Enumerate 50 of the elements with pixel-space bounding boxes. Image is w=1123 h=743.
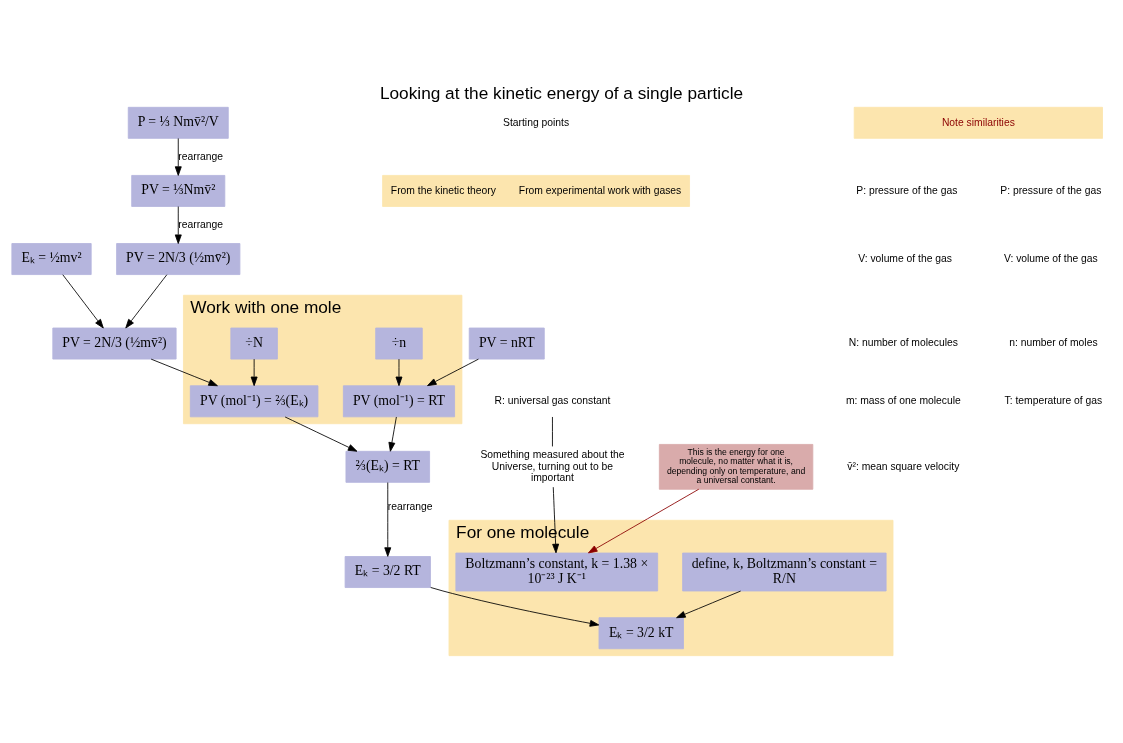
arrow	[250, 358, 258, 386]
label: P: pressure of the gas	[1000, 184, 1102, 196]
node-box: ⅔(Eₖ) = RT	[345, 450, 430, 483]
node-text: R: universal gas constant	[494, 394, 611, 406]
arrow	[174, 205, 182, 244]
arrow	[150, 358, 218, 386]
node-box: Eₖ = ½mv²	[11, 242, 92, 275]
label: V: volume of the gas	[1003, 252, 1098, 264]
node-box: PV (mol⁻¹) = ⅔(Eₖ)	[189, 384, 319, 417]
node-box: ÷N	[230, 327, 278, 359]
arrow	[174, 137, 182, 176]
node-box: PV = nRT	[468, 327, 545, 359]
node-box: Eₖ = 3/2 kT	[598, 616, 684, 649]
label: T: temperature of gas	[1004, 394, 1103, 406]
arrow	[384, 481, 392, 557]
label: m: mass of one molecule	[845, 394, 961, 406]
label: Starting points	[503, 116, 570, 128]
node-box: Boltzmann’s constant, k = 1.38 × 10⁻²³ J K⁻¹	[455, 552, 659, 591]
arrow	[552, 486, 560, 553]
arrow	[427, 358, 479, 386]
node-box: PV = 2N/3 (½mv̄²)	[52, 327, 177, 359]
label: N: number of molecules	[848, 336, 958, 348]
diagram-title: Looking at the kinetic energy of a single particle	[379, 82, 744, 103]
edge-label: rearrange	[178, 150, 224, 162]
node-box: define, k, Boltzmann’s constant = R/N	[682, 552, 887, 591]
arrow	[395, 358, 403, 386]
edge-label: rearrange	[387, 500, 433, 512]
label: V: volume of the gas	[858, 252, 952, 264]
connector	[552, 416, 553, 447]
node-box: PV = 2N/3 (½mv̄²)	[116, 242, 241, 275]
arrow	[62, 273, 104, 328]
label: P: pressure of the gas	[856, 184, 958, 196]
node-box: ÷n	[375, 327, 423, 359]
edge-label: rearrange	[178, 218, 224, 230]
label: n: number of moles	[1009, 336, 1098, 348]
arrow	[388, 416, 397, 452]
arrow	[284, 416, 358, 452]
arrow	[125, 273, 168, 328]
arrow	[676, 590, 742, 618]
label: v̄²: mean square velocity	[847, 460, 960, 472]
node-box: This is the energy for one molecule, no matter what it is, depending only on temperature, and a universal constant.	[658, 443, 814, 490]
node-box: PV = ⅓Nmv̄²	[131, 174, 226, 207]
node-box: PV (mol⁻¹) = RT	[342, 384, 455, 417]
arrow	[587, 488, 700, 553]
node-box: Eₖ = 3/2 RT	[344, 555, 431, 588]
arrow	[430, 586, 600, 627]
node-text: Something measured about the Universe, turning out to be important	[480, 448, 625, 483]
node-box: P = ⅓ Nmv̄²/V	[127, 106, 229, 139]
node-box: From the kinetic theory From experimental work with gases	[382, 174, 690, 207]
node-box: Note similarities	[853, 106, 1103, 139]
